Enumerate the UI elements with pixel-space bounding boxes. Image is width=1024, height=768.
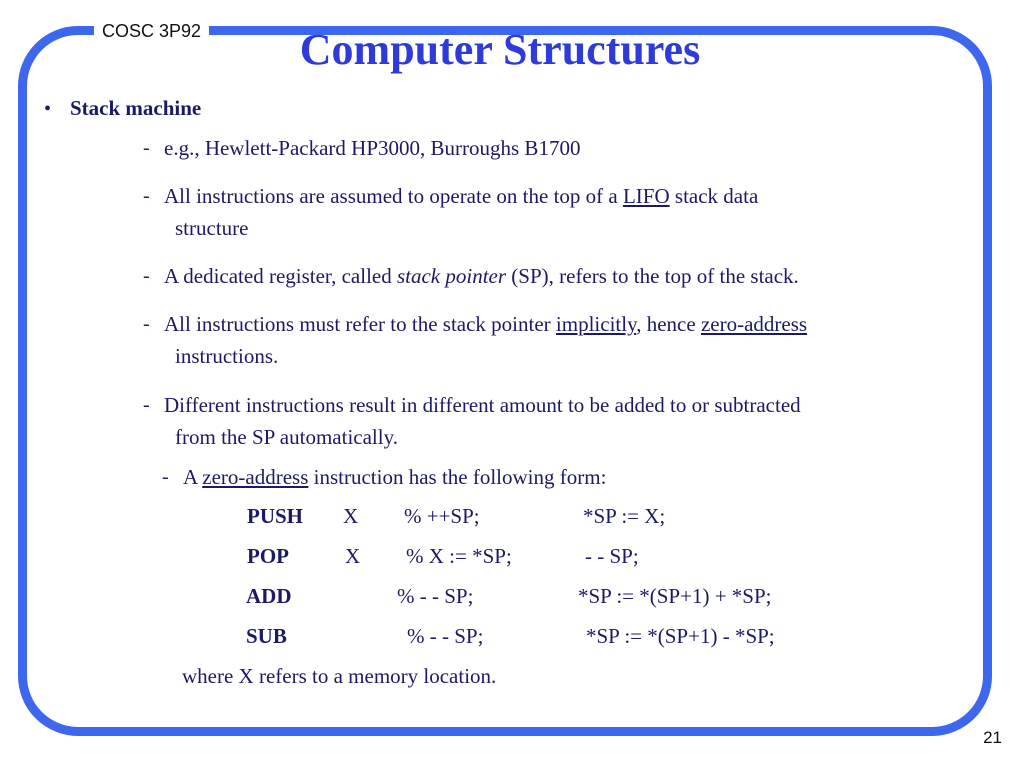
dash-icon: - (143, 137, 150, 159)
item-lifo-text-b: stack data (669, 184, 759, 208)
footer-note: where X refers to a memory location. (182, 664, 497, 688)
item-example: e.g., Hewlett-Packard HP3000, Burroughs … (164, 136, 581, 160)
item-amount: Different instructions result in differe… (164, 393, 801, 417)
instr-comment: % ++SP; (404, 504, 480, 528)
dash-icon: - (162, 466, 169, 488)
item-implicit-cont: instructions. (175, 344, 279, 368)
instr-effect: *SP := *(SP+1) - *SP; (586, 624, 775, 648)
item-lifo: All instructions are assumed to operate … (164, 180, 758, 212)
slide-title: Computer Structures (299, 25, 701, 74)
zero-address-term: zero-address (700, 312, 808, 336)
zero-address-term-2: zero-address (202, 465, 309, 489)
stack-pointer-term: stack pointer (396, 264, 507, 288)
bullet-icon: • (44, 98, 52, 120)
instr-effect: *SP := X; (583, 504, 666, 528)
item-sp-text-a: A dedicated register, called (164, 264, 397, 288)
item-sp-text-b: (SP), refers to the top of the stack. (506, 264, 799, 288)
instr-arg: X (345, 544, 361, 568)
page-number: 21 (983, 728, 1002, 747)
item-implicit-text-a: All instructions must refer to the stack… (164, 312, 556, 336)
instr-comment: % - - SP; (407, 624, 484, 648)
instr-arg: X (343, 504, 359, 528)
dash-icon: - (143, 265, 150, 287)
item-implicit: All instructions must refer to the stack… (164, 308, 807, 340)
dash-icon: - (143, 394, 150, 416)
item-lifo-cont: structure (175, 216, 249, 240)
instr-effect: *SP := *(SP+1) + *SP; (578, 584, 772, 608)
item-sp: A dedicated register, called stack point… (164, 260, 799, 292)
bullet-heading: Stack machine (70, 96, 202, 120)
slide-frame (18, 26, 992, 736)
implicitly-term: implicitly (555, 312, 637, 336)
instr-op: ADD (246, 584, 292, 608)
instr-op: PUSH (247, 504, 304, 528)
item-form: A zero-address instruction has the follo… (183, 461, 606, 493)
dash-icon: - (143, 185, 150, 207)
instr-op: SUB (246, 624, 287, 648)
instr-comment: % X := *SP; (406, 544, 512, 568)
item-form-text-b: instruction has the following form: (308, 465, 607, 489)
instr-comment: % - - SP; (397, 584, 474, 608)
lifo-term: LIFO (622, 184, 670, 208)
item-implicit-text-b: , hence (636, 312, 701, 336)
item-amount-cont: from the SP automatically. (175, 425, 398, 449)
dash-icon: - (143, 313, 150, 335)
item-lifo-text-a: All instructions are assumed to operate … (164, 184, 623, 208)
instr-op: POP (247, 544, 289, 568)
course-tag: COSC 3P92 (94, 17, 210, 45)
item-form-text-a: A (183, 465, 203, 489)
instr-effect: - - SP; (585, 544, 639, 568)
